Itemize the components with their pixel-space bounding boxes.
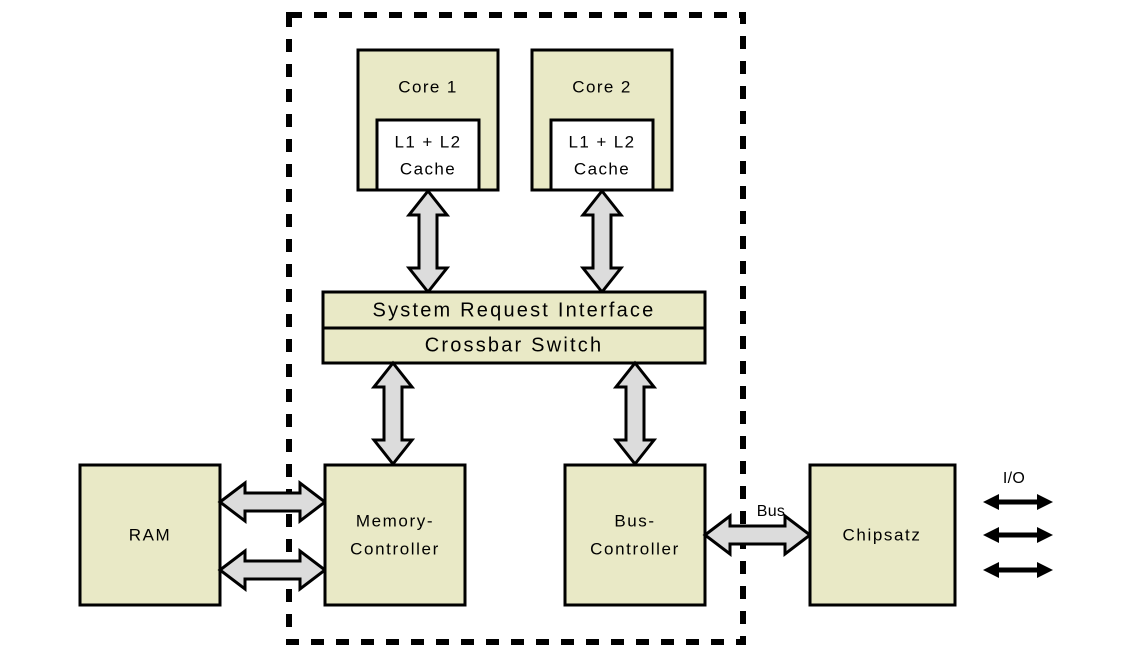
core-1-cache-line2: Cache	[400, 159, 456, 178]
chipset-block[interactable]: Chipsatz	[808, 463, 957, 607]
core-1-cache-box[interactable]	[375, 118, 481, 192]
bus-controller-line2: Controller	[590, 539, 680, 558]
core-2-cache-box[interactable]	[549, 118, 655, 192]
chipset-box[interactable]	[808, 463, 957, 607]
arrow-ram-memory-controller-upper	[217, 479, 328, 525]
memory-controller-line1: Memory-	[356, 511, 434, 530]
chipset-io-arrow-1	[983, 494, 1053, 510]
bus-connection-label: Bus	[757, 503, 785, 520]
memory-controller-box[interactable]	[323, 463, 467, 607]
cpu-package-boundary	[286, 12, 746, 645]
core-2-block[interactable]: Core 2 L1 + L2 Cache	[530, 48, 674, 192]
arrow-core1-sri	[405, 188, 451, 295]
core-2-cache-line1: L1 + L2	[569, 132, 636, 151]
arrow-crossbar-memory-controller	[370, 360, 416, 467]
ram-block[interactable]: RAM	[78, 463, 222, 607]
arrow-ram-memory-controller-lower	[217, 547, 328, 593]
chipset-io-arrow-2	[983, 527, 1053, 543]
crossbar-switch-block[interactable]: Crossbar Switch	[321, 326, 707, 365]
io-connection-label: I/O	[1003, 470, 1025, 487]
bus-controller-line1: Bus-	[614, 511, 655, 530]
system-request-interface-block[interactable]: System Request Interface	[321, 290, 707, 330]
core-2-cache-line2: Cache	[574, 159, 630, 178]
core-1-block[interactable]: Core 1 L1 + L2 Cache	[356, 48, 500, 192]
chipset-label: Chipsatz	[843, 525, 922, 544]
memory-controller-line2: Controller	[350, 539, 440, 558]
memory-controller-block[interactable]: Memory- Controller	[323, 463, 467, 607]
core-1-label: Core 1	[398, 77, 457, 96]
bus-controller-box[interactable]	[563, 463, 707, 607]
ram-label: RAM	[129, 525, 172, 544]
chipset-io-arrow-3	[983, 562, 1053, 578]
core-2-label: Core 2	[572, 77, 631, 96]
crossbar-switch-box[interactable]	[321, 326, 707, 365]
bus-controller-block[interactable]: Bus- Controller	[563, 463, 707, 607]
arrow-bus-controller-chipset	[702, 512, 813, 558]
arrow-core2-sri	[579, 188, 625, 295]
system-request-interface-label: System Request Interface	[373, 299, 656, 321]
ram-box[interactable]	[78, 463, 222, 607]
arrow-crossbar-bus-controller	[612, 360, 658, 467]
crossbar-switch-label: Crossbar Switch	[425, 334, 604, 356]
core-1-cache-line1: L1 + L2	[395, 132, 462, 151]
